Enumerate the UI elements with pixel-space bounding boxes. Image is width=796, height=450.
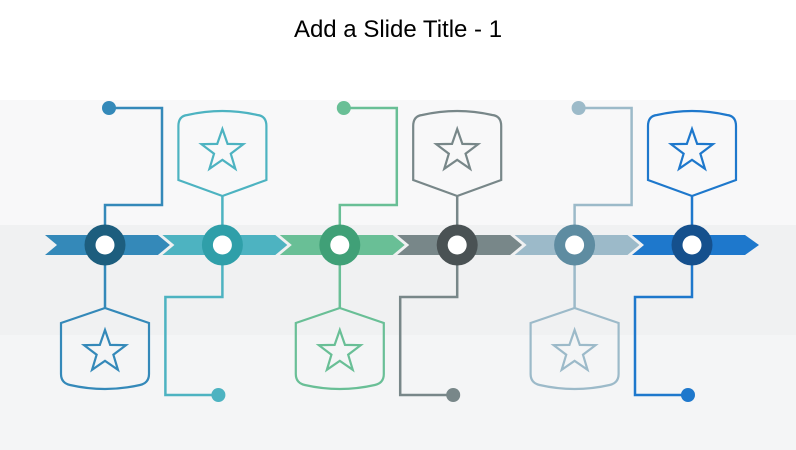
- timeline-item-4: [397, 109, 523, 402]
- background-band: [0, 0, 796, 100]
- star-badge-5[interactable]: [529, 306, 620, 391]
- connector-elbow-2: [164, 245, 224, 397]
- timeline-node-inner-2: [212, 235, 232, 255]
- star-badge-3[interactable]: [294, 306, 385, 391]
- connector-endpoint-dot-1: [102, 101, 116, 115]
- star-badge-1[interactable]: [59, 306, 151, 391]
- timeline-node-inner-3: [330, 235, 350, 255]
- connector-elbow-3: [338, 106, 399, 245]
- timeline-item-6: [632, 109, 759, 402]
- background-band: [0, 335, 796, 450]
- timeline-item-2: [162, 109, 288, 402]
- connector-endpoint-dot-3: [336, 101, 351, 115]
- connector-endpoint-dot-6: [681, 388, 695, 402]
- slide-title[interactable]: Add a Slide Title - 1: [293, 16, 503, 43]
- timeline-item-3: [279, 101, 405, 391]
- timeline-item-1: [45, 101, 170, 391]
- connector-endpoint-dot-4: [446, 388, 461, 402]
- star-badge-4[interactable]: [412, 109, 503, 198]
- timeline-item-5: [514, 101, 640, 391]
- timeline-node-inner-5: [565, 235, 585, 255]
- connector-elbow-4: [398, 245, 459, 397]
- timeline-node-inner-4: [447, 235, 467, 255]
- connector-elbow-5: [573, 106, 633, 245]
- connector-endpoint-dot-5: [571, 101, 586, 115]
- star-badge-2[interactable]: [177, 109, 268, 198]
- connector-elbow-6: [633, 245, 694, 397]
- star-badge-6[interactable]: [646, 109, 738, 198]
- timeline-node-inner-6: [682, 235, 702, 255]
- connector-endpoint-dot-2: [211, 388, 226, 402]
- connector-elbow-1: [103, 106, 164, 245]
- timeline-node-inner-1: [95, 235, 115, 255]
